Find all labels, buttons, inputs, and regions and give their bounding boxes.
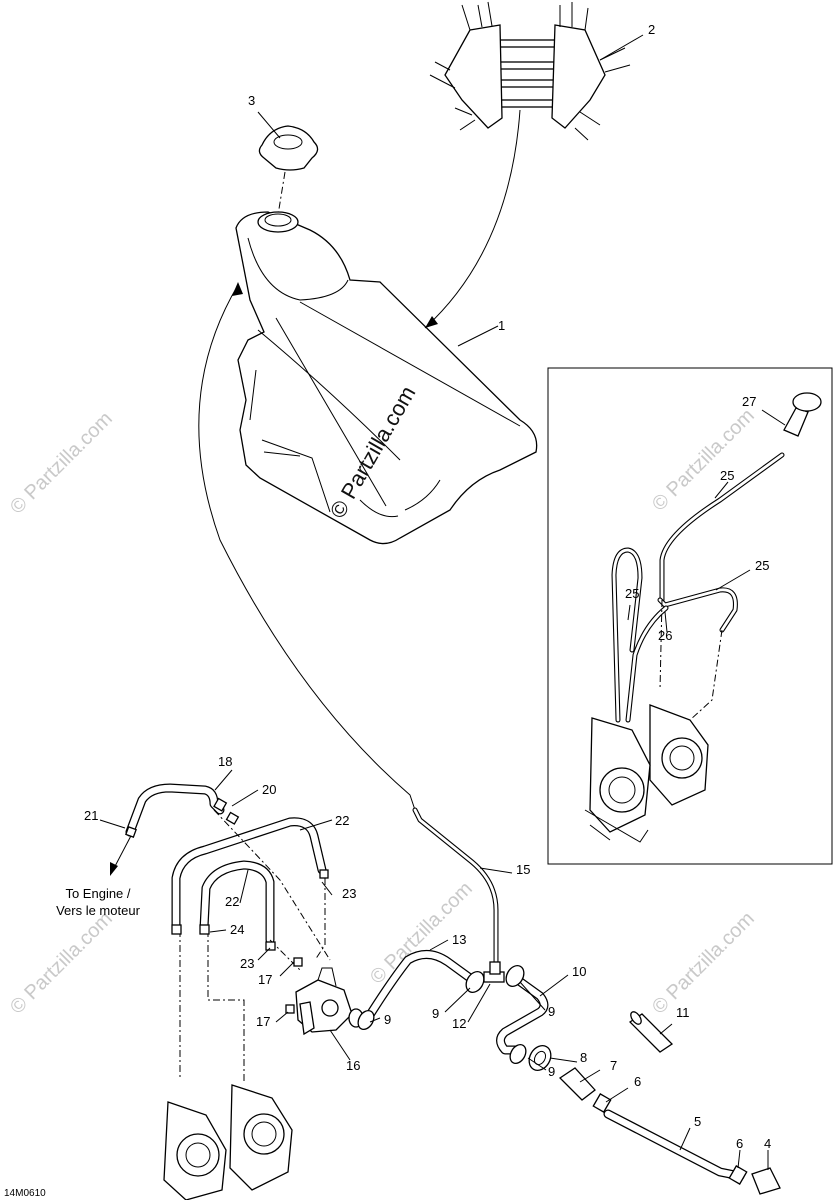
callout-4: 4 (764, 1136, 771, 1151)
engine-note-line1: To Engine / (65, 886, 130, 901)
callout-22-upper: 22 (335, 813, 349, 828)
engine-note-line2: Vers le moteur (56, 903, 140, 918)
lower-carburetors (163, 1084, 293, 1200)
callout-5: 5 (694, 1114, 701, 1129)
fuel-valve (295, 967, 364, 1036)
callout-23-lower: 23 (240, 956, 254, 971)
callout-1: 1 (498, 318, 505, 333)
callouts: 1 2 3 4 5 6 6 7 8 9 9 9 9 10 11 12 13 15… (84, 22, 771, 1151)
callout-7: 7 (610, 1058, 617, 1073)
callout-11: 11 (676, 1005, 690, 1020)
tee-fitting (483, 961, 505, 983)
callout-17-lower: 17 (256, 1014, 270, 1029)
callout-6-filter: 6 (634, 1074, 641, 1089)
fuel-cap (258, 125, 319, 216)
callout-9-valve: 9 (384, 1012, 391, 1027)
callout-15: 15 (516, 862, 530, 877)
part11-sleeve (628, 1011, 674, 1053)
inset-vent-lines (611, 452, 785, 723)
watermark-right: © Partzilla.com (648, 405, 759, 516)
callout-17-upper: 17 (258, 972, 272, 987)
callout-23-upper: 23 (342, 886, 356, 901)
clamps (357, 965, 527, 1064)
callout-25-right: 25 (755, 558, 769, 573)
callout-22-lower: 22 (225, 894, 239, 909)
callout-26: 26 (658, 628, 672, 643)
callout-13: 13 (452, 932, 466, 947)
bracket-arrow (424, 109, 521, 329)
callout-2: 2 (648, 22, 655, 37)
callout-20: 20 (262, 782, 276, 797)
callout-27: 27 (742, 394, 756, 409)
callout-21: 21 (84, 808, 98, 823)
fittings (125, 797, 329, 1014)
tank-bracket (429, 1, 631, 141)
callout-9-lower: 9 (548, 1064, 555, 1079)
callout-25-top: 25 (720, 468, 734, 483)
callout-18: 18 (218, 754, 232, 769)
diagram-code: 14M0610 (4, 1188, 46, 1199)
callout-9-left: 9 (432, 1006, 439, 1021)
callout-12: 12 (452, 1016, 466, 1031)
callout-9-right: 9 (548, 1004, 555, 1019)
watermark-lower-left: © Partzilla.com (6, 908, 117, 1019)
inset-frame (547, 367, 833, 865)
fuel-tank (235, 211, 538, 545)
callout-25-left: 25 (625, 586, 639, 601)
callout-10: 10 (572, 964, 586, 979)
filter-parts (528, 1045, 781, 1195)
callout-6-end: 6 (736, 1136, 743, 1151)
part27-valve (783, 392, 822, 437)
watermark-left: © Partzilla.com (6, 408, 117, 519)
callout-leaders (99, 34, 786, 1170)
callout-3: 3 (248, 93, 255, 108)
lower-fuel-lines (125, 783, 745, 1181)
watermark-lower-right: © Partzilla.com (648, 908, 759, 1019)
callout-8: 8 (580, 1050, 587, 1065)
inset-carburetors (584, 704, 709, 843)
callout-16: 16 (346, 1058, 360, 1073)
callout-24: 24 (230, 922, 244, 937)
vent-line-arrow (198, 284, 416, 811)
